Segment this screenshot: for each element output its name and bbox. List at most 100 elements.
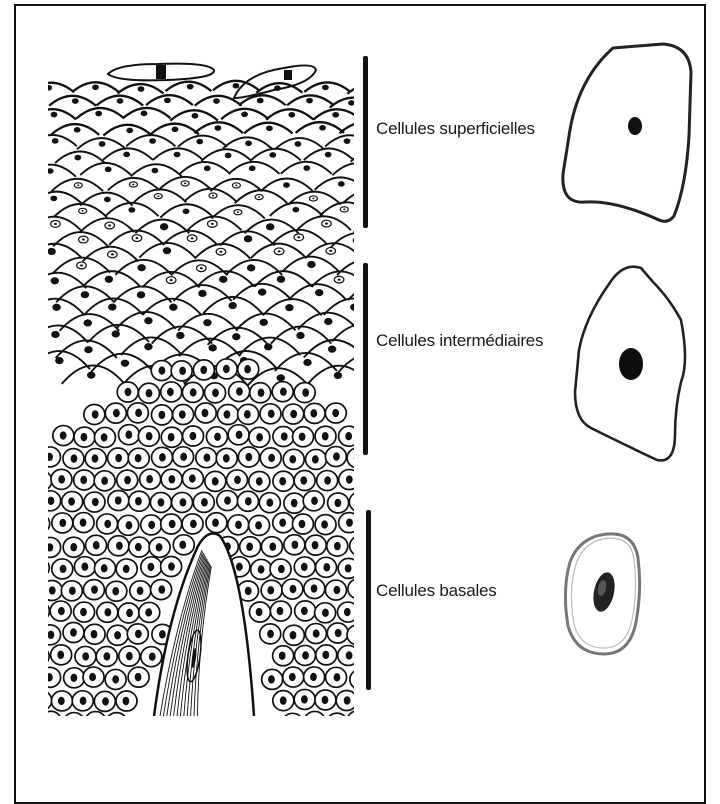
squamous-cell-outline bbox=[340, 123, 354, 134]
epithelium-section-illustration bbox=[48, 50, 354, 716]
nucleus bbox=[312, 198, 314, 200]
nucleus bbox=[236, 387, 243, 395]
nucleus bbox=[279, 652, 286, 660]
nucleus bbox=[266, 499, 273, 507]
nucleus bbox=[51, 331, 59, 338]
nucleus bbox=[312, 455, 319, 463]
nucleus bbox=[81, 291, 89, 298]
nucleus bbox=[158, 411, 165, 419]
nucleus bbox=[189, 474, 196, 482]
nucleus bbox=[260, 319, 268, 326]
nucleus bbox=[116, 542, 123, 550]
nucleus bbox=[81, 433, 88, 441]
nucleus bbox=[299, 433, 306, 441]
nucleus bbox=[126, 609, 133, 617]
nucleus bbox=[74, 155, 81, 161]
nucleus bbox=[292, 207, 299, 213]
nucleus bbox=[268, 454, 275, 462]
nucleus bbox=[51, 112, 58, 118]
nucleus bbox=[137, 291, 145, 298]
nucleus bbox=[101, 477, 108, 485]
basal-cell-outline bbox=[304, 711, 325, 716]
nucleus bbox=[81, 563, 88, 571]
squamous-cell-outline bbox=[48, 217, 81, 231]
nucleus bbox=[300, 476, 307, 484]
nucleus bbox=[348, 100, 354, 106]
nucleus bbox=[170, 279, 173, 281]
nucleus bbox=[160, 223, 168, 230]
nucleus bbox=[123, 152, 130, 158]
basal-cell-outline bbox=[347, 711, 354, 716]
nucleus bbox=[80, 476, 87, 484]
nucleus bbox=[307, 261, 315, 268]
nucleus bbox=[279, 477, 286, 485]
nucleus bbox=[344, 696, 351, 704]
nucleus bbox=[179, 541, 186, 549]
nucleus bbox=[135, 630, 142, 638]
nucleus bbox=[266, 223, 274, 230]
superficial-cells-label: Cellules superficielles bbox=[376, 119, 535, 139]
nucleus bbox=[214, 125, 221, 131]
nucleus bbox=[225, 153, 232, 159]
nucleus bbox=[168, 475, 175, 483]
nucleus bbox=[60, 565, 67, 573]
nucleus bbox=[49, 586, 56, 594]
squamous-cell-outline bbox=[134, 189, 186, 202]
flat-cell-nucleus bbox=[156, 65, 166, 79]
squamous-cell-outline bbox=[308, 366, 354, 384]
nucleus bbox=[268, 675, 275, 683]
nucleus bbox=[74, 127, 81, 133]
intermediate-cells-label: Cellules intermédiaires bbox=[376, 331, 543, 351]
nucleus bbox=[312, 541, 319, 549]
nucleus bbox=[91, 630, 98, 638]
nucleus bbox=[144, 343, 152, 350]
basal-cell-outline bbox=[349, 492, 354, 512]
nucleus bbox=[117, 98, 124, 104]
nucleus bbox=[137, 587, 144, 595]
nucleus bbox=[256, 477, 263, 485]
nucleus bbox=[245, 587, 252, 595]
squamous-cell-outline bbox=[188, 217, 242, 231]
nucleus bbox=[105, 276, 113, 283]
nucleus bbox=[152, 168, 159, 174]
basal-cells-label: Cellules basales bbox=[376, 581, 497, 601]
nucleus bbox=[241, 111, 248, 117]
nucleus bbox=[212, 195, 214, 197]
nucleus bbox=[187, 84, 194, 90]
nucleus bbox=[149, 138, 156, 144]
nucleus bbox=[303, 165, 310, 171]
nucleus bbox=[289, 673, 296, 681]
nucleus bbox=[77, 184, 79, 186]
nucleus bbox=[80, 518, 87, 526]
flat-cell-nucleus bbox=[284, 70, 292, 80]
nucleus bbox=[290, 631, 297, 639]
nucleus bbox=[234, 476, 241, 484]
nucleus bbox=[144, 317, 152, 324]
nucleus bbox=[108, 303, 116, 310]
nucleus bbox=[137, 264, 145, 271]
nucleus bbox=[334, 542, 341, 550]
nucleus bbox=[113, 409, 120, 417]
nucleus bbox=[84, 346, 92, 353]
nucleus bbox=[301, 607, 308, 615]
nucleus bbox=[159, 366, 166, 374]
nucleus bbox=[345, 432, 352, 440]
nucleus bbox=[156, 543, 163, 551]
nucleus bbox=[190, 520, 197, 528]
nucleus bbox=[146, 389, 153, 397]
nucleus bbox=[267, 586, 274, 594]
nucleus bbox=[122, 697, 129, 705]
nucleus bbox=[52, 304, 60, 311]
nucleus bbox=[332, 112, 339, 118]
nucleus bbox=[80, 608, 87, 616]
nucleus bbox=[125, 431, 132, 439]
nucleus bbox=[135, 454, 142, 462]
nucleus bbox=[198, 290, 206, 297]
nucleus bbox=[323, 563, 330, 571]
nucleus bbox=[135, 543, 142, 551]
nucleus bbox=[267, 630, 274, 638]
nucleus bbox=[346, 475, 353, 483]
nucleus bbox=[82, 238, 85, 240]
nucleus bbox=[59, 519, 66, 527]
nucleus bbox=[52, 138, 59, 144]
